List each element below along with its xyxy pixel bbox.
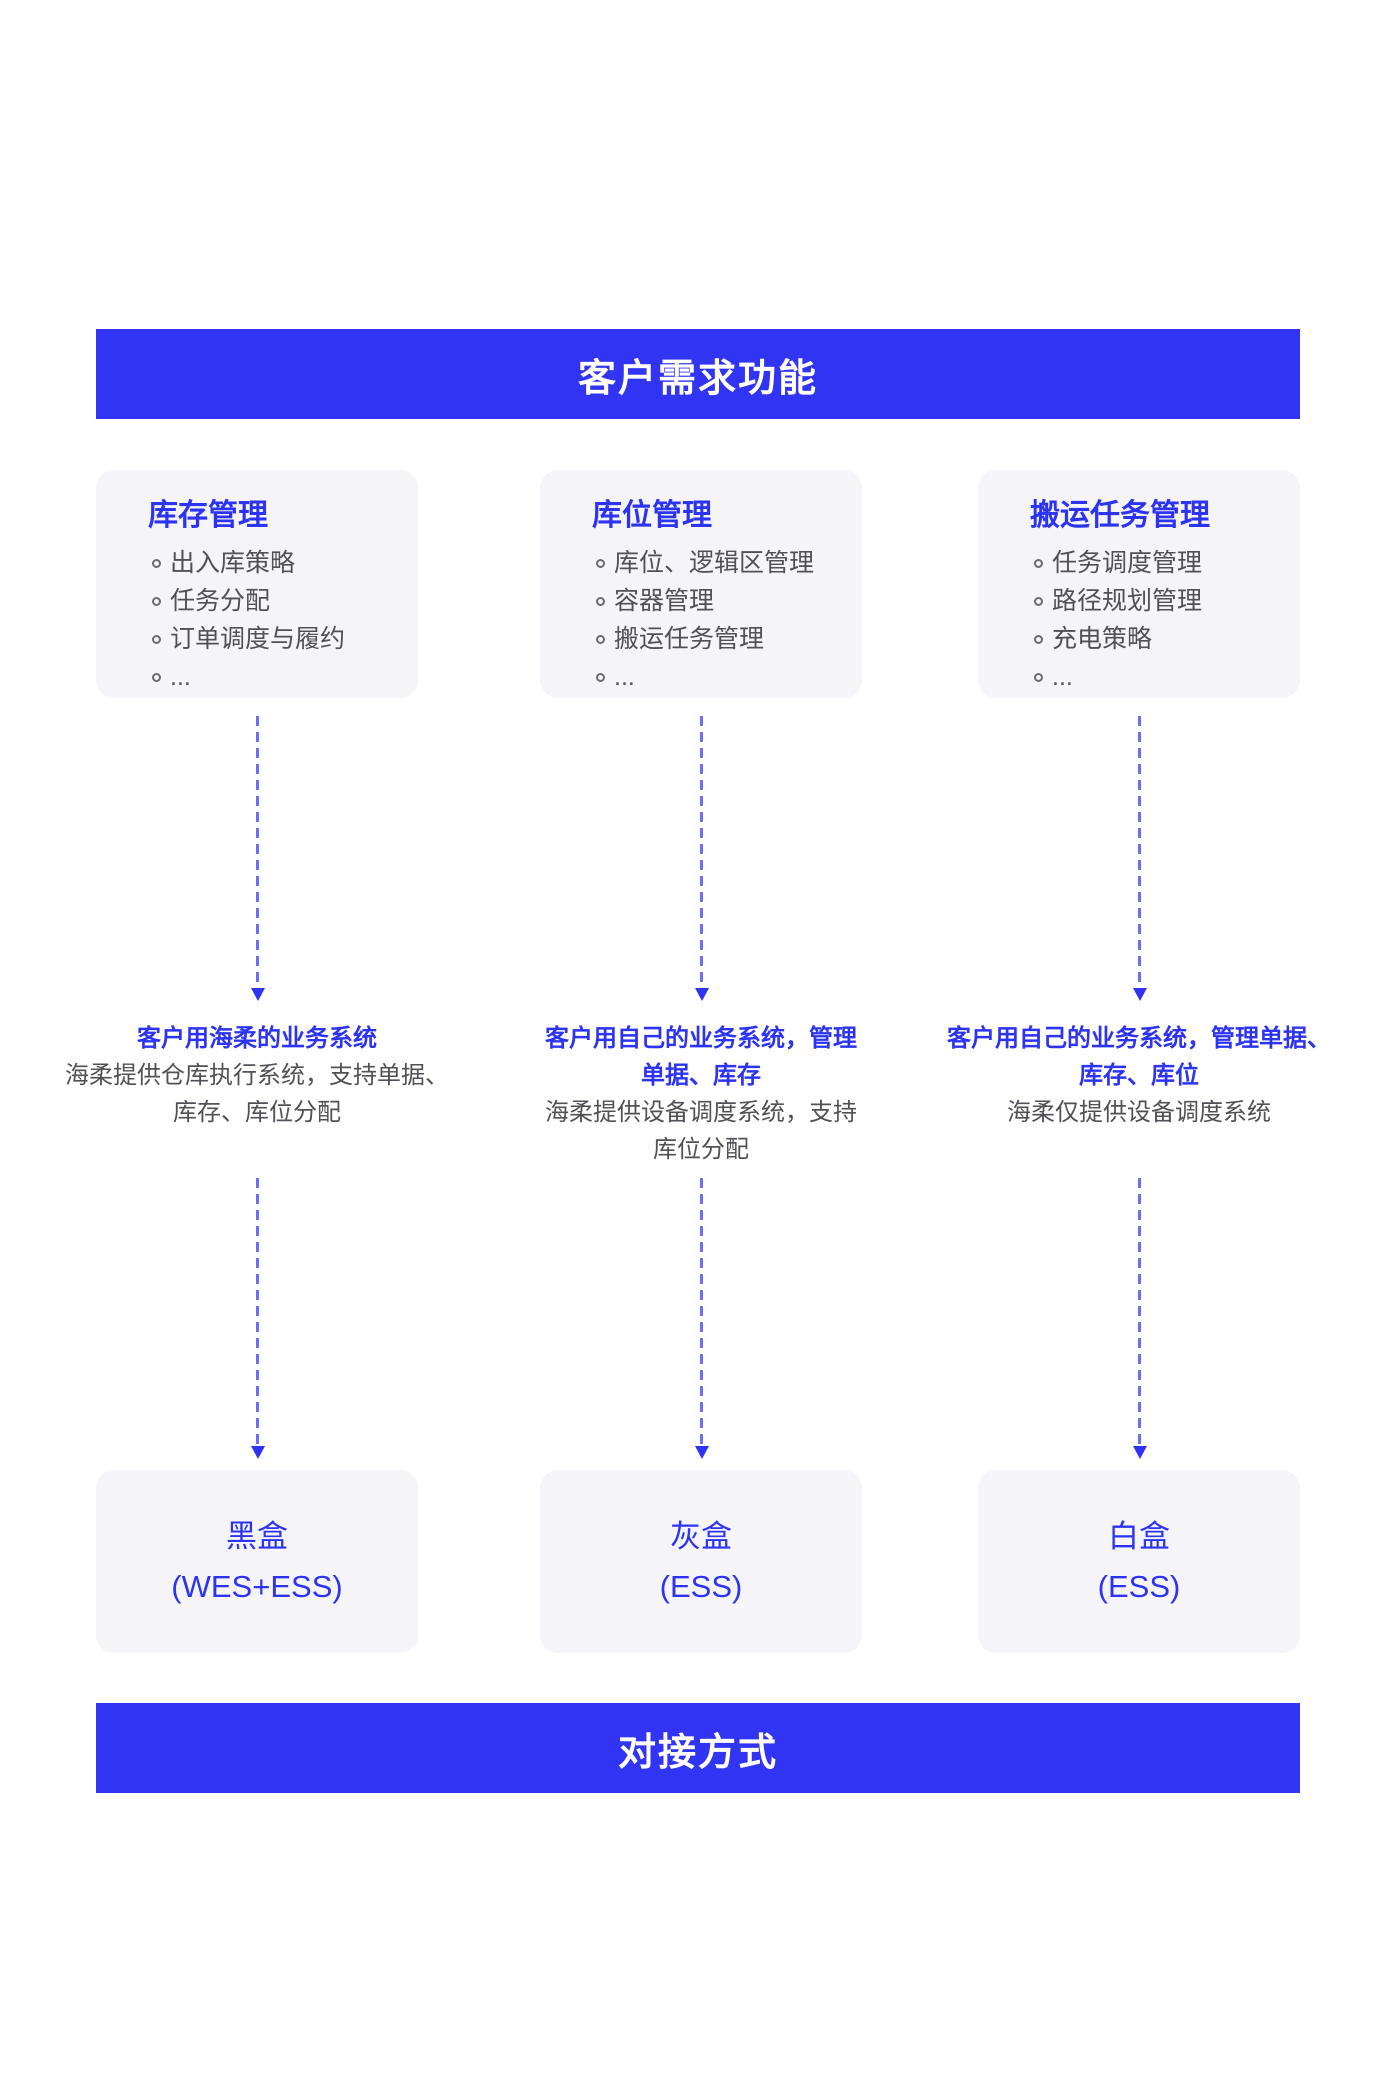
list-item: 出入库策略: [148, 544, 398, 582]
list-item-label: 搬运任务管理: [614, 625, 765, 653]
dashed-arrow-down-icon: [256, 1178, 259, 1446]
card-title: 库存管理: [148, 499, 268, 532]
list-item: 路径规划管理: [1030, 582, 1280, 620]
list-item-label: 任务调度管理: [1052, 549, 1203, 577]
dashed-arrow-down-icon: [256, 716, 259, 988]
list-item-label: 订单调度与履约: [170, 625, 346, 653]
bullet-circle-icon: [596, 672, 605, 682]
card-title: 库位管理: [592, 499, 712, 532]
list-item: ...: [592, 658, 842, 696]
result-sub: (ESS): [1097, 1568, 1181, 1604]
dashed-arrow-down-icon: [700, 716, 703, 988]
middle-note-haipick-system: 客户用海柔的业务系统 海柔提供仓库执行系统，支持单据、 库存、库位分配: [37, 1020, 477, 1131]
dashed-arrow-down-icon: [1138, 716, 1141, 988]
bullet-circle-icon: [152, 596, 161, 606]
list-item: 容器管理: [592, 582, 842, 620]
list-item: 搬运任务管理: [592, 620, 842, 658]
result-sub: (ESS): [659, 1568, 743, 1604]
list-item: 任务分配: [148, 582, 398, 620]
result-name: 灰盒: [670, 1518, 732, 1554]
middle-note-title: 客户用海柔的业务系统: [137, 1025, 377, 1052]
bullet-circle-icon: [1034, 558, 1043, 568]
middle-note-own-system-orders-inventory: 客户用自己的业务系统，管理 单据、库存 海柔提供设备调度系统，支持 库位分配: [481, 1020, 921, 1168]
middle-note-desc: 海柔仅提供设备调度系统: [1007, 1099, 1271, 1126]
bullet-circle-icon: [1034, 596, 1043, 606]
list-item-label: 出入库策略: [170, 549, 296, 577]
list-item-label: 容器管理: [614, 587, 715, 615]
middle-note-desc: 海柔提供仓库执行系统，支持单据、 库存、库位分配: [65, 1062, 449, 1126]
list-item-label: ...: [170, 663, 191, 691]
middle-note-desc: 海柔提供设备调度系统，支持 库位分配: [545, 1099, 857, 1163]
list-item-label: 充电策略: [1052, 625, 1153, 653]
list-item-label: 任务分配: [170, 587, 271, 615]
result-name: 白盒: [1108, 1518, 1170, 1554]
top-banner-title: 客户需求功能: [577, 357, 818, 400]
list-item: ...: [148, 658, 398, 696]
list-item: 充电策略: [1030, 620, 1280, 658]
list-item: 订单调度与履约: [148, 620, 398, 658]
bullet-list: 出入库策略 任务分配 订单调度与履约 ...: [148, 544, 398, 696]
bottom-banner-title: 对接方式: [617, 1731, 778, 1774]
dashed-arrow-down-icon: [1138, 1178, 1141, 1446]
list-item-label: 路径规划管理: [1052, 587, 1203, 615]
bottom-banner: 对接方式: [96, 1703, 1300, 1793]
list-item-label: 库位、逻辑区管理: [614, 549, 815, 577]
card-title: 搬运任务管理: [1030, 499, 1210, 532]
middle-note-title: 客户用自己的业务系统，管理 单据、库存: [545, 1025, 857, 1089]
middle-note-own-system-all: 客户用自己的业务系统，管理单据、 库存、库位 海柔仅提供设备调度系统: [919, 1020, 1359, 1131]
list-item: ...: [1030, 658, 1280, 696]
bullet-list: 任务调度管理 路径规划管理 充电策略 ...: [1030, 544, 1280, 696]
bullet-circle-icon: [596, 634, 605, 644]
bullet-circle-icon: [1034, 672, 1043, 682]
list-item: 任务调度管理: [1030, 544, 1280, 582]
feature-card-location-management: 库位管理 库位、逻辑区管理 容器管理 搬运任务管理 ...: [540, 470, 862, 698]
bullet-circle-icon: [1034, 634, 1043, 644]
result-card-grey-box: 灰盒 (ESS): [540, 1470, 862, 1653]
bullet-circle-icon: [596, 558, 605, 568]
result-sub: (WES+ESS): [171, 1568, 343, 1604]
result-card-black-box: 黑盒 (WES+ESS): [96, 1470, 418, 1653]
result-name: 黑盒: [226, 1518, 288, 1554]
top-banner: 客户需求功能: [96, 329, 1300, 419]
bullet-list: 库位、逻辑区管理 容器管理 搬运任务管理 ...: [592, 544, 842, 696]
feature-card-inventory-management: 库存管理 出入库策略 任务分配 订单调度与履约 ...: [96, 470, 418, 698]
bullet-circle-icon: [152, 634, 161, 644]
bullet-circle-icon: [152, 558, 161, 568]
bullet-circle-icon: [596, 596, 605, 606]
list-item: 库位、逻辑区管理: [592, 544, 842, 582]
bullet-circle-icon: [152, 672, 161, 682]
dashed-arrow-down-icon: [700, 1178, 703, 1446]
result-card-white-box: 白盒 (ESS): [978, 1470, 1300, 1653]
middle-note-title: 客户用自己的业务系统，管理单据、 库存、库位: [947, 1025, 1331, 1089]
list-item-label: ...: [1052, 663, 1073, 691]
list-item-label: ...: [614, 663, 635, 691]
feature-card-transport-task-management: 搬运任务管理 任务调度管理 路径规划管理 充电策略 ...: [978, 470, 1300, 698]
